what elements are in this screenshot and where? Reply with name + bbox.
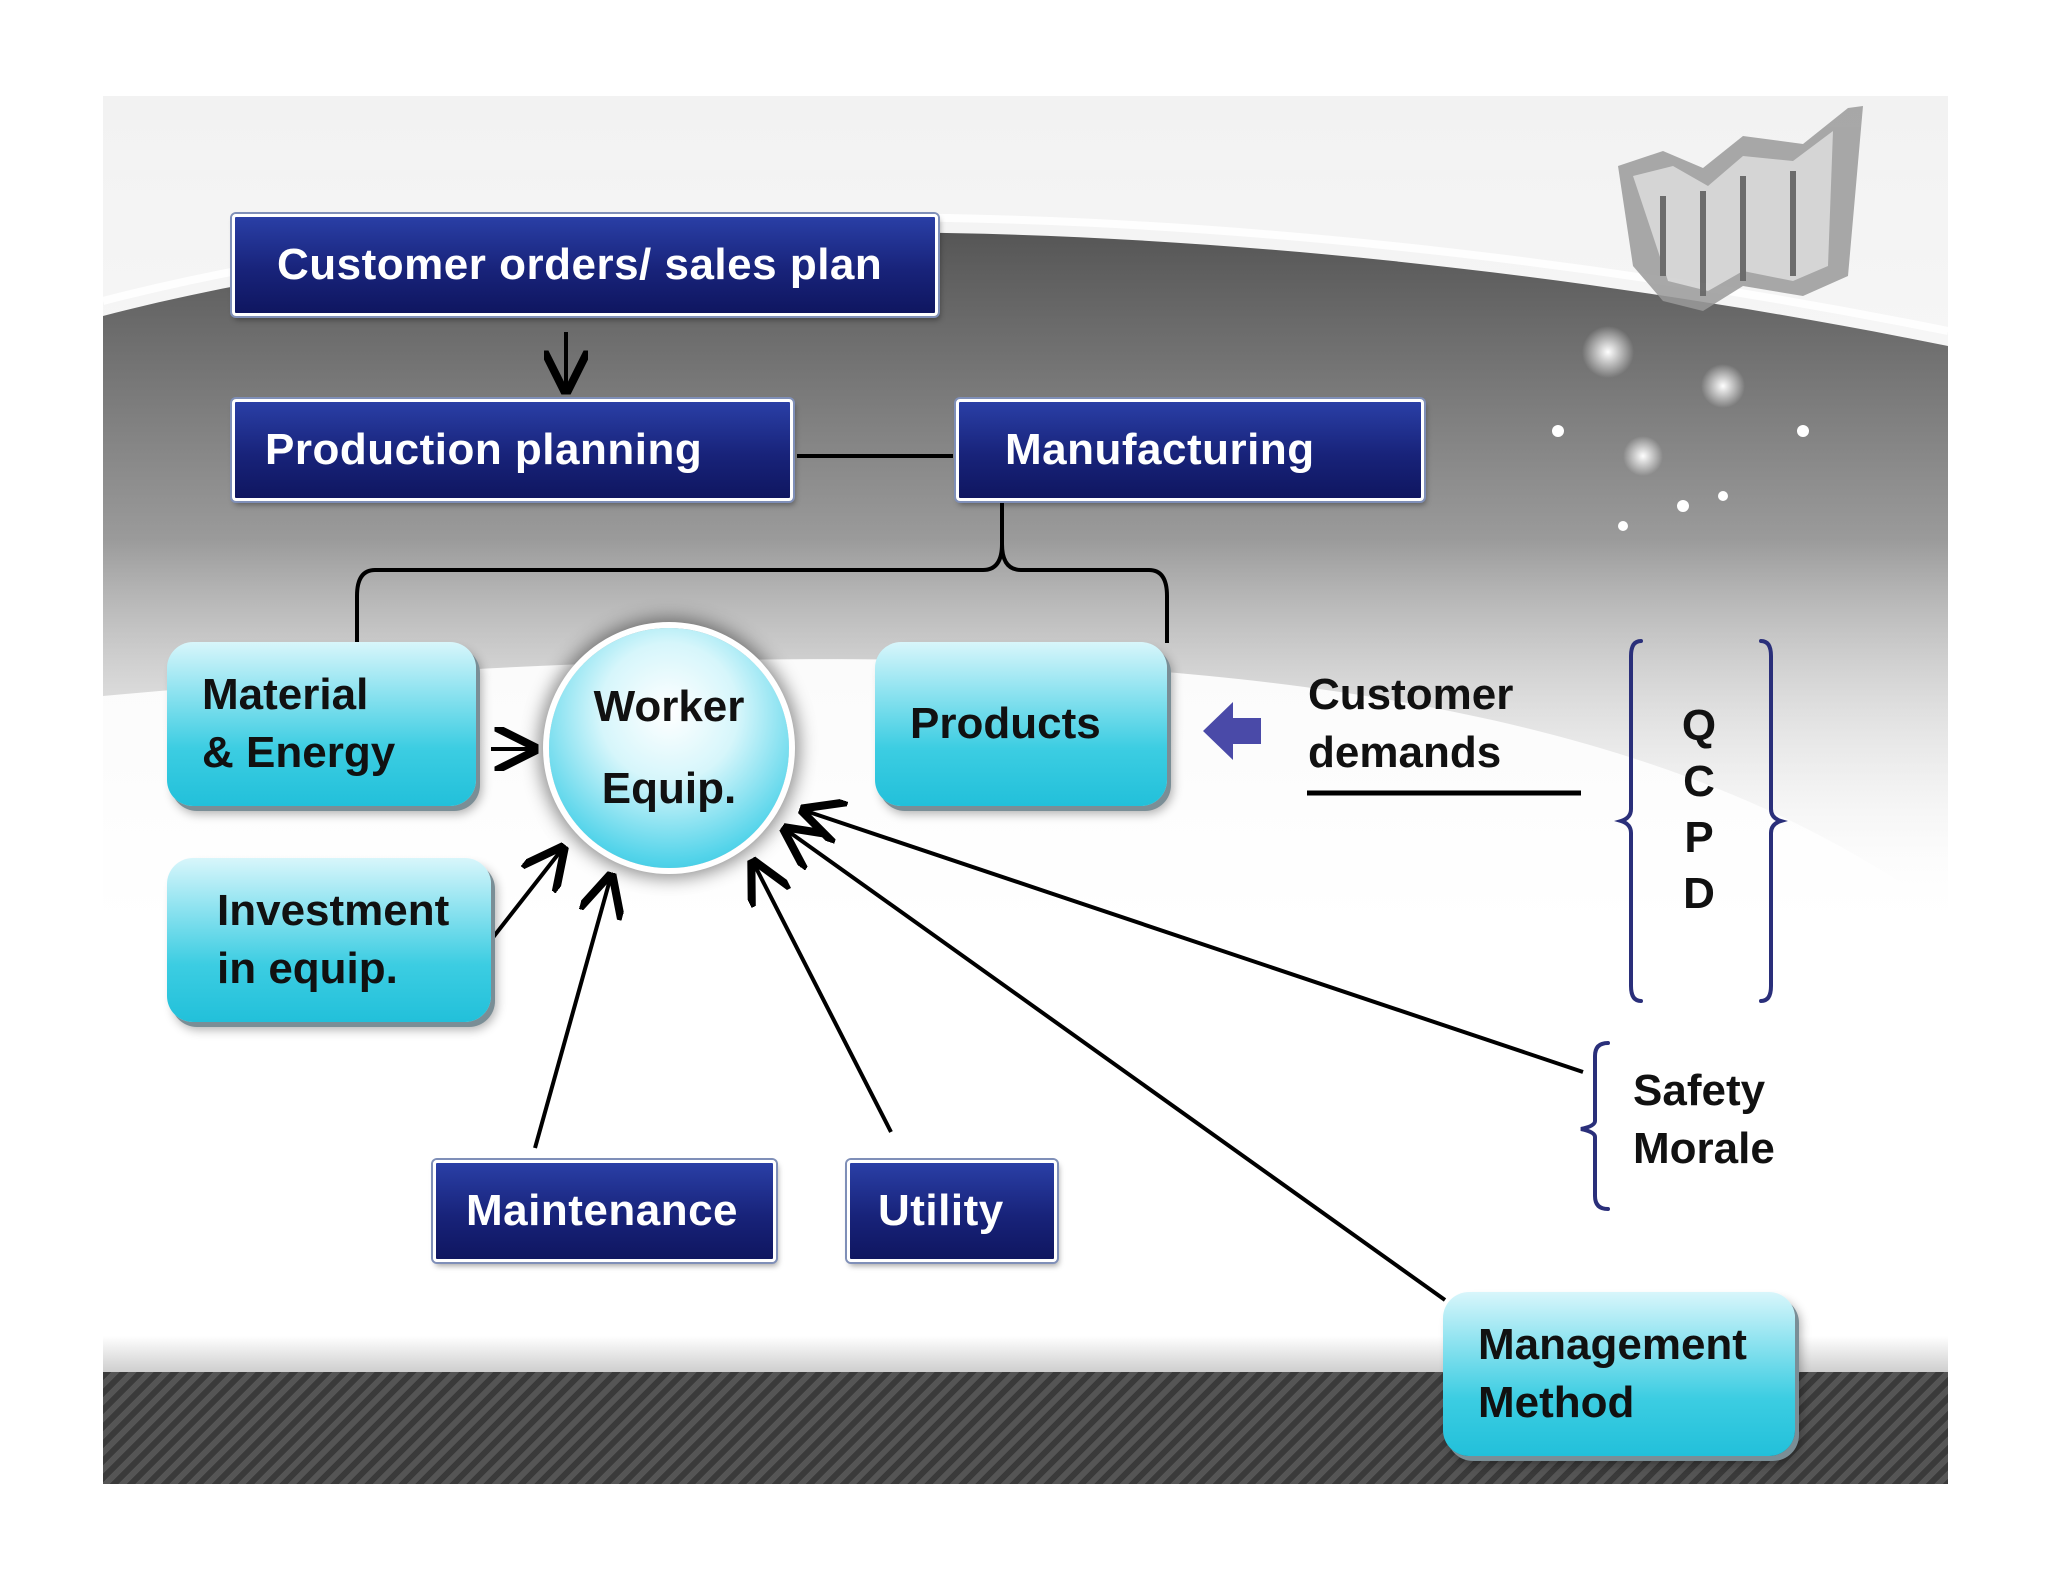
investment-line2: in equip. <box>217 944 398 993</box>
customer-orders-label: Customer orders/ sales plan <box>277 240 883 289</box>
utility-label: Utility <box>878 1186 1004 1235</box>
qcpd-right-brace <box>1759 639 1788 1003</box>
worker-equip-circle: Worker Equip. <box>549 628 789 868</box>
management-line2: Method <box>1478 1378 1635 1427</box>
left-block-arrow-icon <box>1203 702 1261 760</box>
material-energy-box: Material & Energy <box>167 642 476 806</box>
slide: Customer orders/ sales plan Production p… <box>103 96 1948 1484</box>
equip-label: Equip. <box>601 764 737 813</box>
investment-box: Investment in equip. <box>167 858 491 1022</box>
safety-label: Safety <box>1633 1066 1766 1115</box>
customer-demands-line2: demands <box>1308 728 1502 777</box>
customer-demands-line1: Customer <box>1308 670 1514 719</box>
investment-line1: Investment <box>217 886 450 935</box>
qcpd-item: P <box>1684 813 1714 862</box>
management-line1: Management <box>1478 1320 1747 1369</box>
connector-lines <box>355 332 1788 1302</box>
products-box: Products <box>875 642 1167 806</box>
production-planning-box: Production planning <box>232 399 793 501</box>
material-energy-line1: Material <box>202 670 369 719</box>
manufacturing-box: Manufacturing <box>956 399 1424 501</box>
production-planning-label: Production planning <box>265 425 703 474</box>
qcpd-item: C <box>1683 757 1715 806</box>
maintenance-box: Maintenance <box>433 1160 776 1262</box>
safety-morale-text: Safety Morale <box>1633 1062 1775 1178</box>
manufacturing-label: Manufacturing <box>1005 425 1315 474</box>
management-method-box: Management Method <box>1443 1292 1795 1456</box>
safety-brace <box>1580 1041 1610 1211</box>
world-map-decoration <box>1618 106 1863 311</box>
maintenance-label: Maintenance <box>466 1186 739 1235</box>
qcpd-item: D <box>1683 869 1715 918</box>
products-label: Products <box>910 699 1101 748</box>
customer-orders-box: Customer orders/ sales plan <box>232 214 938 316</box>
qcpd-left-brace <box>1614 639 1643 1003</box>
qcpd-item: Q <box>1681 701 1717 750</box>
customer-demands-text: Customer demands <box>1308 666 1513 782</box>
utility-box: Utility <box>847 1160 1057 1262</box>
material-energy-line2: & Energy <box>202 728 396 777</box>
worker-label: Worker <box>593 682 745 731</box>
qcpd-list: Q C P D <box>1669 698 1729 922</box>
morale-label: Morale <box>1633 1124 1775 1173</box>
